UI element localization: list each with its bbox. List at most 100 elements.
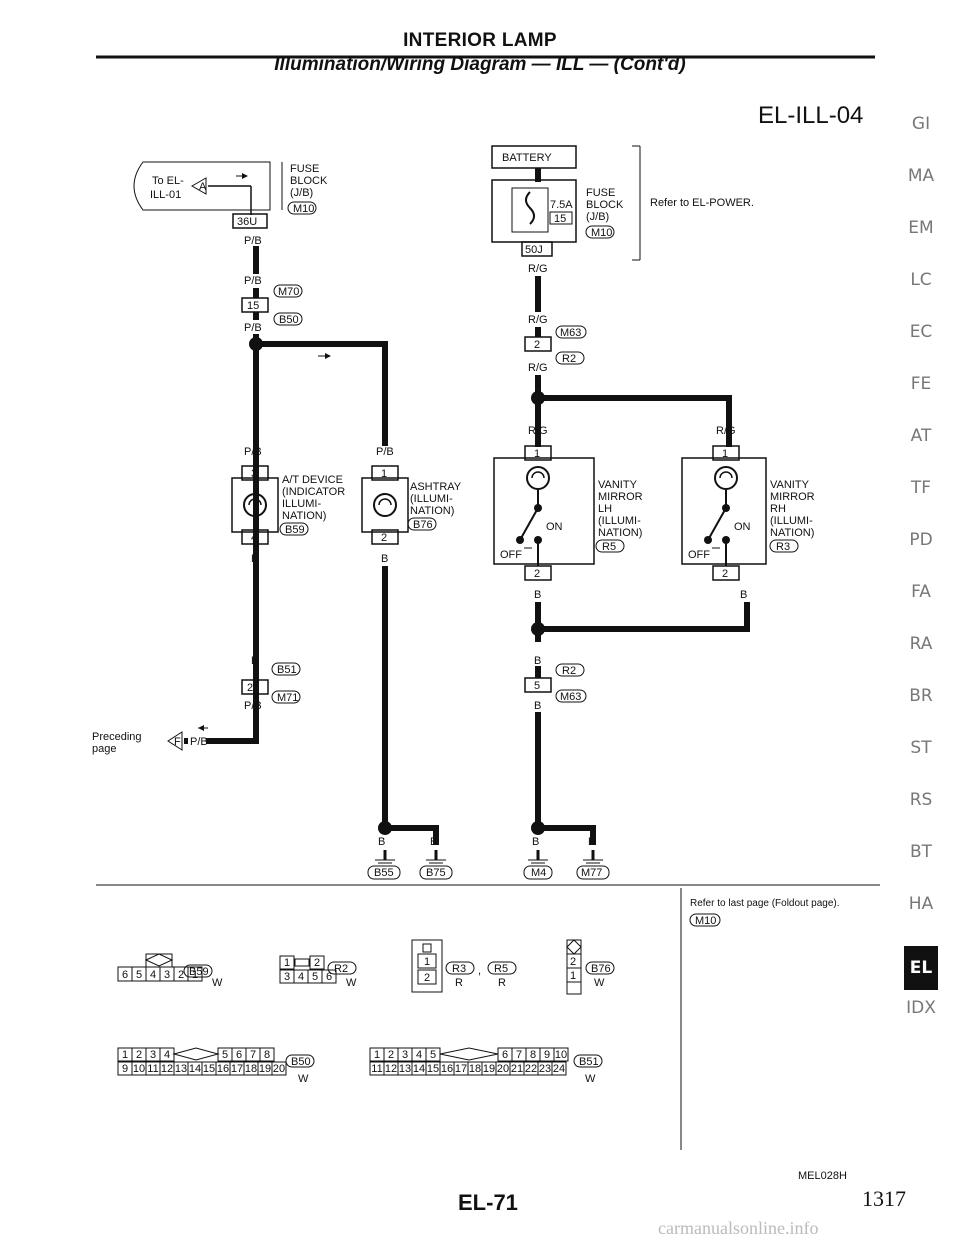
b51-bot-pin-14: 14 — [413, 1063, 425, 1075]
tab-ra[interactable]: RA — [909, 634, 933, 654]
wire-rg-5: R/G — [716, 425, 736, 437]
r5-color: R — [498, 977, 506, 989]
r2-key — [294, 958, 310, 967]
r3-pin-1: 1 — [424, 956, 430, 968]
pin-2-ash: 2 — [381, 532, 387, 544]
tab-gi[interactable]: GI — [911, 114, 931, 134]
m77-label: M77 — [581, 867, 602, 879]
b51-top-pin-1: 1 — [374, 1049, 380, 1061]
tab-br[interactable]: BR — [909, 686, 933, 706]
tab-lc[interactable]: LC — [910, 270, 932, 290]
b51-bot-pin-11: 11 — [371, 1063, 382, 1075]
wire-pb-ash: P/B — [376, 446, 394, 458]
b51-top-pin-10: 10 — [555, 1049, 567, 1061]
b51-bot-pin-19: 19 — [483, 1063, 495, 1075]
wire-rg-3: R/G — [528, 362, 548, 374]
b59-pin-5: 5 — [136, 969, 142, 981]
m71-label: M71 — [277, 692, 298, 704]
jb-label-c: (J/B) — [586, 211, 609, 223]
wire-b-ash: B — [381, 553, 388, 565]
tab-fe[interactable]: FE — [910, 374, 932, 394]
off-lh: OFF — [500, 549, 522, 561]
b51-top-pin-box — [553, 1047, 569, 1062]
b59-conn-label: B59 — [189, 966, 209, 978]
r2-pin-4: 4 — [298, 971, 304, 983]
vm-rh-4: (ILLUMI- — [770, 515, 813, 527]
b51-top-pin-6: 6 — [502, 1049, 508, 1061]
tab-ec[interactable]: EC — [909, 322, 933, 342]
b51-bot-pin-box — [551, 1061, 567, 1076]
fuse-label: FUSE — [290, 163, 319, 175]
ground-symbol-m4 — [528, 850, 548, 867]
wire-pb-3: P/B — [244, 322, 262, 334]
b51-bot-pin-17: 17 — [455, 1063, 467, 1075]
b50-bot-pin-9: 9 — [122, 1063, 128, 1075]
r2-pin-box — [309, 955, 325, 970]
ashtray-box — [361, 477, 409, 533]
tab-bt[interactable]: BT — [909, 842, 933, 862]
b76-conn-label: B76 — [591, 963, 611, 975]
tab-rs[interactable]: RS — [909, 790, 933, 810]
r2-pin-2: 2 — [314, 957, 320, 969]
block-label: BLOCK — [290, 175, 328, 187]
vm-lh-1: VANITY — [598, 479, 638, 491]
vm-lh-3: LH — [598, 503, 612, 515]
r2-pin-6: 6 — [326, 971, 332, 983]
b51-conn-label: B51 — [579, 1056, 599, 1068]
b51-color: W — [585, 1073, 596, 1085]
r2-color: W — [346, 977, 357, 989]
b59-pin-box — [187, 966, 203, 982]
b51-top-pin-4: 4 — [416, 1049, 422, 1061]
tab-em[interactable]: EM — [908, 218, 934, 238]
vm-rh-3: RH — [770, 503, 786, 515]
on-rh: ON — [734, 521, 751, 533]
tab-fa[interactable]: FA — [911, 582, 931, 602]
b51-key — [439, 1047, 499, 1061]
notes-m10: M10 — [695, 915, 716, 927]
tab-at[interactable]: AT — [910, 426, 932, 446]
r2-pin-3: 3 — [284, 971, 290, 983]
tab-pd[interactable]: PD — [909, 530, 933, 550]
refer-power-label: Refer to EL-POWER. — [650, 197, 754, 209]
b50-top-pin-8: 8 — [264, 1049, 270, 1061]
b59-color: W — [212, 977, 223, 989]
pin-2-lh: 2 — [534, 568, 540, 580]
at-label-4: NATION) — [282, 510, 326, 522]
ground-symbol-b55 — [375, 850, 395, 867]
b50-bot-pin-20: 20 — [273, 1063, 285, 1075]
tab-idx[interactable]: IDX — [906, 998, 936, 1018]
vm-rh-2: MIRROR — [770, 491, 815, 503]
b50-bot-pin-19: 19 — [259, 1063, 271, 1075]
tab-tf[interactable]: TF — [910, 478, 932, 498]
tab-el[interactable]: EL — [904, 946, 938, 990]
tab-ma[interactable]: MA — [907, 166, 935, 186]
b76-pin-1: 1 — [570, 970, 576, 982]
b59-pin-2: 2 — [178, 969, 184, 981]
r2-pin-box — [279, 955, 295, 970]
m10-label: M10 — [293, 203, 314, 215]
vanity-lh-switch — [519, 507, 539, 541]
fuse-block-left: To EL- ILL-01 A FUSE BLOCK (J/B) M10 36U — [133, 161, 328, 229]
b76-pin-2: 2 — [570, 956, 576, 968]
tab-st[interactable]: ST — [910, 738, 932, 758]
pin-1-rh: 1 — [722, 448, 728, 460]
b51-bot-pin-24: 24 — [553, 1063, 565, 1075]
fuse-symbol-icon — [525, 191, 535, 225]
r5-conn-label: R5 — [494, 963, 508, 975]
wire-b-l1: B — [251, 655, 258, 667]
b76-color: W — [594, 977, 605, 989]
pin-2-rh: 2 — [722, 568, 728, 580]
wire-b-g4: B — [588, 836, 595, 848]
m4-label: M4 — [531, 867, 546, 879]
m63-label: M63 — [560, 327, 581, 339]
b51-bot-pin-18: 18 — [469, 1063, 481, 1075]
pin-5: 5 — [534, 680, 540, 692]
splice-mirror — [531, 622, 545, 636]
tab-ha[interactable]: HA — [908, 894, 934, 914]
wire-pb-5: P/B — [244, 700, 262, 712]
b50-bot-pin-13: 13 — [175, 1063, 187, 1075]
vanity-rh-bulb-icon — [714, 466, 738, 490]
